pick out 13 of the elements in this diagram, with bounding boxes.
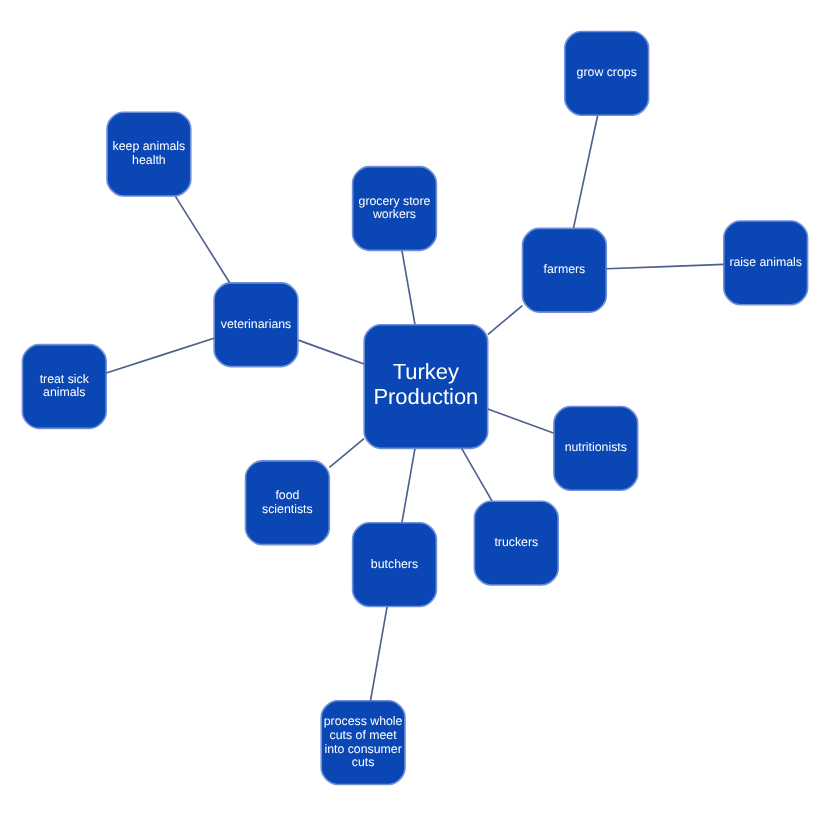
connector: [572, 113, 599, 228]
connector: [605, 262, 725, 269]
connector: [460, 446, 493, 501]
connector: [486, 407, 555, 433]
connector: [297, 338, 365, 364]
connector: [369, 604, 388, 701]
connector: [487, 303, 524, 335]
connector: [328, 436, 365, 468]
connector: [105, 336, 215, 373]
connector: [401, 446, 416, 523]
node-box: Turkey Production: [363, 322, 489, 449]
connector: [401, 249, 416, 325]
connector: [174, 194, 231, 283]
